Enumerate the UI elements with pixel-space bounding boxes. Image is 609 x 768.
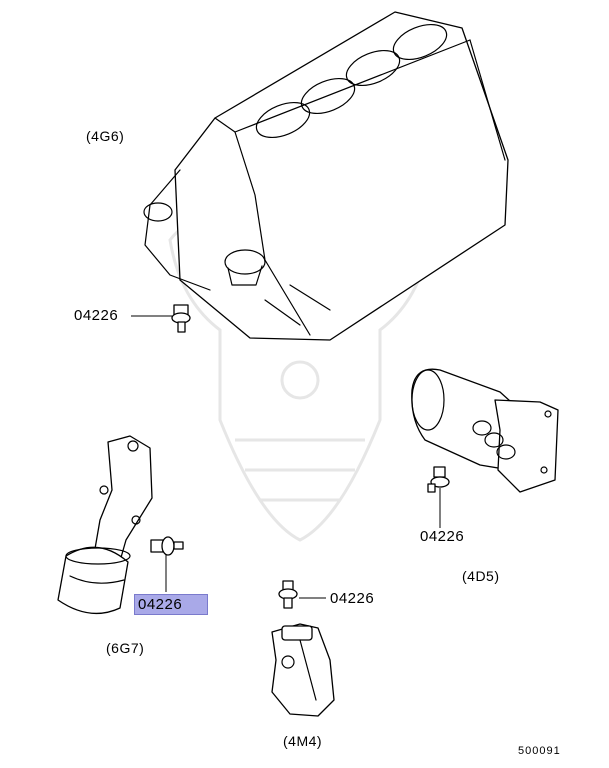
part-number-6g7-highlighted[interactable]: 04226 xyxy=(134,594,208,615)
part-number-4d5[interactable]: 04226 xyxy=(420,528,465,545)
oil-filter-4d5-drawing xyxy=(411,368,559,493)
part-number-4g6[interactable]: 04226 xyxy=(74,307,119,324)
part-number-4m4[interactable]: 04226 xyxy=(330,590,375,607)
diagram-reference-number: 500091 xyxy=(518,745,561,757)
engine-block-drawing xyxy=(143,11,509,341)
oil-filter-6g7-drawing xyxy=(57,435,153,614)
engine-label-6g7: (6G7) xyxy=(106,640,145,656)
sensor-6g7-drawing xyxy=(150,536,184,592)
engine-label-4d5: (4D5) xyxy=(462,568,500,584)
sensor-4m4-drawing xyxy=(278,580,326,609)
housing-4m4-drawing xyxy=(271,623,335,717)
engine-label-4g6: (4G6) xyxy=(86,128,125,144)
sensor-4d5-drawing xyxy=(427,466,450,528)
sensor-4g6-drawing xyxy=(131,304,191,333)
engine-label-4m4: (4M4) xyxy=(283,733,323,749)
